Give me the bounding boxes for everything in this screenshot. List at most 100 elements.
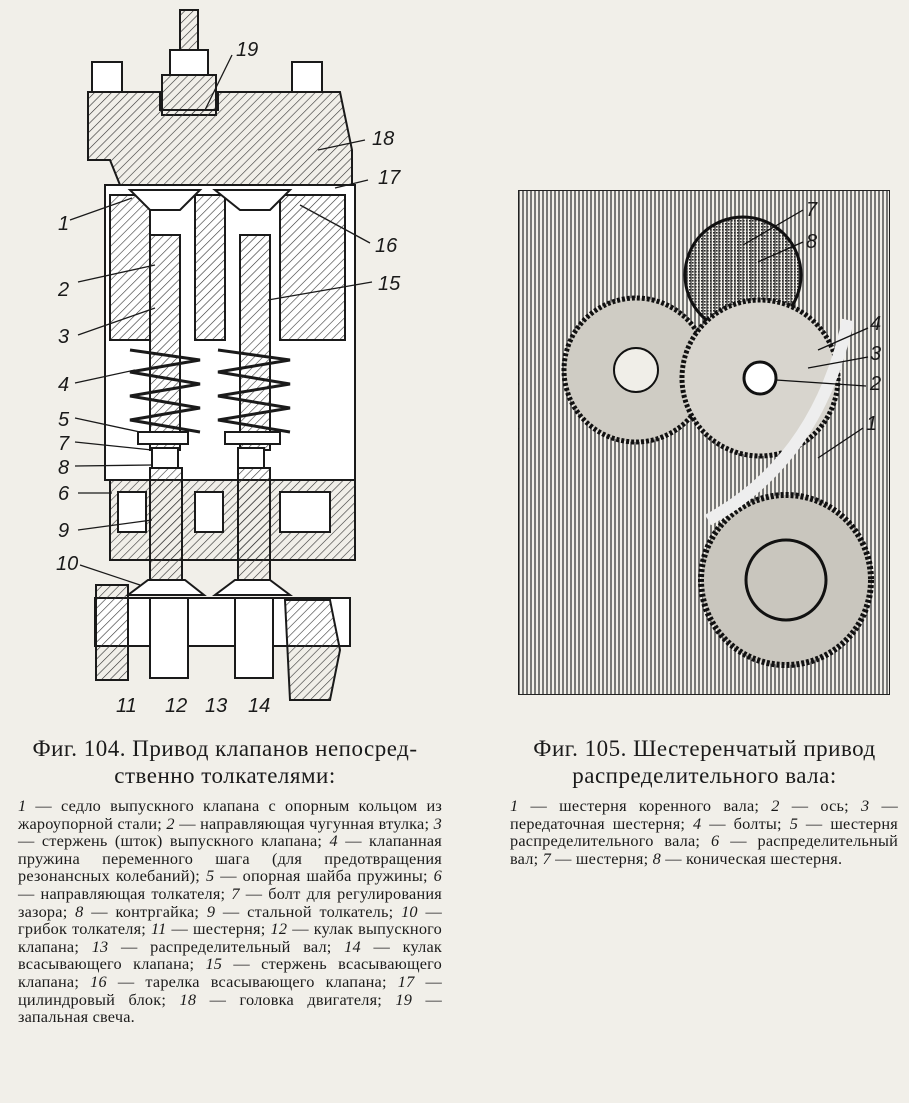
- fig104-legend-text: — распределительный вал;: [108, 936, 345, 956]
- fig105-legend-entry: 1 — шестерня коренного вала;: [510, 796, 771, 815]
- fig105-legend-number: 1: [510, 796, 519, 815]
- fig104-legend-text: — грибок толкателя;: [18, 901, 442, 939]
- fig104-legend-number: 12: [270, 919, 288, 939]
- photo-callout-1: 1: [866, 413, 877, 435]
- fig105-legend-text: — коническая шестерня.: [660, 848, 843, 868]
- fig104-legend-number: 5: [205, 866, 215, 886]
- fig104-legend-entry: 12 — кулак выпускного клапана;: [18, 919, 442, 956]
- callout-16: 16: [375, 235, 398, 257]
- fig105-legend-number: 2: [771, 796, 780, 815]
- fig105-legend-number: 4: [693, 813, 702, 833]
- fig104-legend-entry: 2 — направляющая чугунная втулка;: [166, 814, 433, 833]
- fig105-legend-number: 7: [542, 848, 551, 868]
- fig104-legend-number: 7: [231, 883, 240, 903]
- callout-7: 7: [58, 433, 70, 455]
- figure-104-caption: Фиг. 104. Привод клапанов непосред- стве…: [10, 735, 440, 789]
- fig104-legend-text: — направляющая толкателя;: [18, 883, 232, 903]
- fig105-legend-text: — болты;: [701, 813, 790, 833]
- fig104-legend-number: 14: [344, 936, 361, 956]
- fig104-legend-text: — направляющая чугунная втулка;: [174, 813, 434, 833]
- callout-15: 15: [378, 273, 401, 295]
- fig104-legend-text: — головка двигателя;: [196, 989, 396, 1009]
- callout-3: 3: [58, 326, 69, 348]
- fig104-legend-text: — опорная шайба пружины;: [214, 866, 434, 886]
- fig104-legend-entry: 19 — запальная свеча.: [18, 990, 442, 1027]
- callout-18: 18: [372, 128, 394, 150]
- callout-14: 14: [248, 695, 270, 717]
- fig105-legend-entry: 7 — шестерня;: [543, 849, 653, 868]
- fig104-legend-text: — запальная свеча.: [18, 989, 443, 1027]
- fig104-legend-entry: 16 — тарелка всасывающего клапана;: [90, 972, 398, 991]
- callout-9: 9: [58, 520, 69, 542]
- fig104-legend-entry: 13 — распределительный вал;: [92, 937, 344, 956]
- callout-13: 13: [205, 695, 227, 717]
- callout-10: 10: [56, 553, 78, 575]
- fig104-legend-text: — стержень всасывающего клапана;: [18, 954, 442, 991]
- fig104-legend-entry: 18 — головка двигателя;: [180, 990, 396, 1009]
- callout-4: 4: [58, 374, 69, 396]
- fig105-legend-number: 3: [861, 796, 870, 815]
- fig104-legend-entry: 7 — болт для регулирования зазора;: [18, 884, 442, 921]
- figure-105-caption: Фиг. 105. Шестеренчатый привод распредел…: [500, 735, 909, 789]
- callout-8: 8: [58, 457, 69, 479]
- fig104-legend-text: — цилиндровый блок;: [18, 971, 442, 1009]
- fig105-legend-text: — распределительный вал;: [510, 831, 898, 868]
- fig104-legend-entry: 11 — шестерня;: [151, 919, 270, 938]
- fig105-legend-entry: 2 — ось;: [771, 796, 861, 815]
- fig104-legend-number: 8: [75, 901, 84, 921]
- gear-drive-photo: 7 8 4 3 6 2 5 1: [518, 190, 890, 695]
- figure-104-legend: 1 — седло выпускного клапана с опорным к…: [18, 797, 442, 1026]
- fig105-legend-number: 6: [711, 831, 720, 851]
- fig105-legend-entry: 8 — коническая шестерня.: [653, 849, 843, 868]
- fig104-legend-number: 9: [206, 901, 216, 921]
- photo-callout-3: 3: [870, 343, 881, 365]
- figure-104-caption-line2: ственно толкателями:: [114, 763, 336, 788]
- callout-12: 12: [165, 695, 187, 717]
- fig104-legend-entry: 15 — стержень всасывающего клапана;: [18, 954, 442, 991]
- photo-callout-4: 4: [870, 313, 881, 335]
- photo-callout-5: 5: [518, 425, 520, 447]
- fig104-legend-entry: 3 — стержень (шток) выпускного клапана;: [18, 814, 442, 851]
- fig104-legend-text: — болт для регулирования зазора;: [18, 883, 442, 921]
- figure-105-legend: 1 — шестерня коренного вала; 2 — ось; 3 …: [510, 797, 898, 867]
- photo-callout-8: 8: [806, 231, 817, 253]
- fig104-legend-entry: 14 — кулак всасывающего клапана;: [18, 937, 442, 974]
- callout-17: 17: [378, 167, 401, 189]
- fig104-legend-text: — клапанная пружина переменного шага (дл…: [18, 831, 442, 886]
- fig105-legend-entry: 5 — шестерня распределительного вала;: [510, 814, 898, 851]
- fig105-legend-entry: 3 — передаточная шестерня;: [510, 796, 898, 833]
- fig105-legend-text: — шестерня распределительного вала;: [510, 813, 899, 851]
- fig105-legend-entry: 4 — болты;: [693, 814, 790, 833]
- fig104-legend-entry: 9 — стальной толкатель;: [207, 902, 401, 921]
- fig104-legend-text: — контргайка;: [83, 901, 207, 921]
- fig104-legend-text: — седло выпускного клапана с опорным кол…: [18, 796, 442, 833]
- fig104-legend-number: 11: [151, 919, 167, 939]
- fig104-legend-text: — кулак всасывающего клапана;: [18, 936, 442, 974]
- fig104-legend-entry: 5 — опорная шайба пружины;: [206, 866, 434, 885]
- fig104-legend-entry: 10 — грибок толкателя;: [18, 902, 442, 939]
- fig104-legend-text: — тарелка всасывающего клапана;: [106, 971, 398, 991]
- fig105-legend-number: 5: [789, 813, 799, 833]
- fig105-legend-text: — шестерня;: [550, 848, 653, 868]
- fig104-legend-number: 13: [91, 936, 109, 956]
- photo-callout-2: 2: [869, 373, 881, 395]
- figure-104-caption-line1: Фиг. 104. Привод клапанов непосред-: [32, 736, 418, 761]
- fig105-legend-text: — передаточная шестерня;: [510, 796, 898, 833]
- fig105-legend-text: — шестерня коренного вала;: [518, 796, 772, 815]
- fig105-legend-text: — ось;: [779, 796, 862, 815]
- fig104-legend-entry: 8 — контргайка;: [75, 902, 207, 921]
- callout-2: 2: [57, 279, 69, 301]
- callout-1: 1: [58, 213, 69, 235]
- photo-callout-6: 6: [518, 379, 520, 401]
- fig104-legend-number: 19: [395, 989, 413, 1009]
- fig104-legend-number: 3: [433, 813, 442, 833]
- figure-105-caption-line1: Фиг. 105. Шестеренчатый привод: [533, 736, 876, 761]
- valve-drive-drawing: 19 18 17 1 16 2 15 3 4 5 7 8 6 9 10 11 1…: [56, 9, 401, 717]
- fig104-legend-number: 18: [179, 989, 197, 1009]
- fig104-legend-number: 16: [90, 971, 107, 991]
- fig104-legend-entry: 4 — клапанная пружина переменного шага (…: [18, 831, 442, 885]
- fig104-legend-text: — кулак выпускного клапана;: [18, 919, 442, 956]
- fig104-legend-entry: 6 — направляющая толкателя;: [18, 866, 442, 903]
- fig104-legend-number: 6: [433, 866, 443, 886]
- fig104-legend-number: 1: [18, 796, 27, 815]
